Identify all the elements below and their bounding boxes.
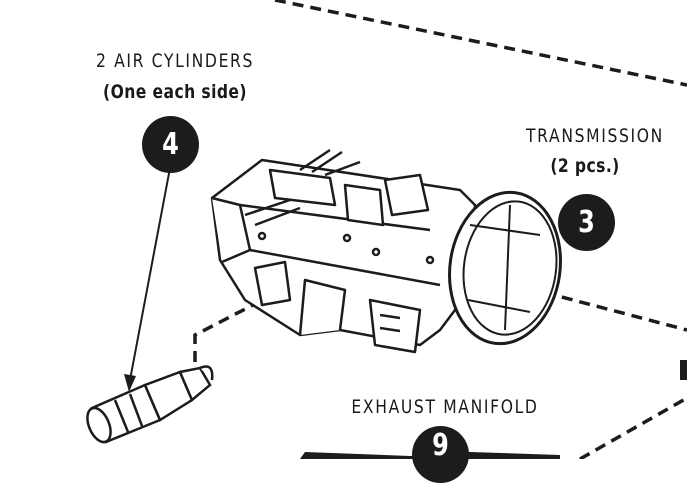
callout-badge-9: 9 — [412, 426, 469, 483]
callout-number-9: 9 — [432, 428, 449, 463]
flywheel-housing — [448, 190, 562, 346]
exhaust-manifold-label: EXHAUST MANIFOLD — [351, 396, 539, 418]
leader-arrow-4 — [124, 374, 136, 392]
callout-badge-4: 4 — [142, 116, 199, 173]
air-cylinders-sublabel: (One each side) — [103, 81, 247, 103]
air-cylinders-label: 2 AIR CYLINDERS — [95, 50, 255, 72]
callout-number-4: 4 — [162, 127, 179, 162]
air-cylinder-part — [86, 365, 214, 444]
leader-line-4 — [129, 167, 171, 381]
parts-diagram — [86, 0, 687, 459]
transmission-label: TRANSMISSION — [526, 125, 664, 147]
transmission-assembly — [210, 148, 477, 354]
callout-number-3: 3 — [578, 205, 595, 240]
transmission-sublabel: (2 pcs.) — [550, 155, 620, 177]
dashed-line-bottom-right — [579, 396, 687, 459]
callout-badge-3: 3 — [558, 194, 615, 251]
dashed-line-top — [274, 0, 687, 87]
edge-fragment — [680, 360, 687, 380]
